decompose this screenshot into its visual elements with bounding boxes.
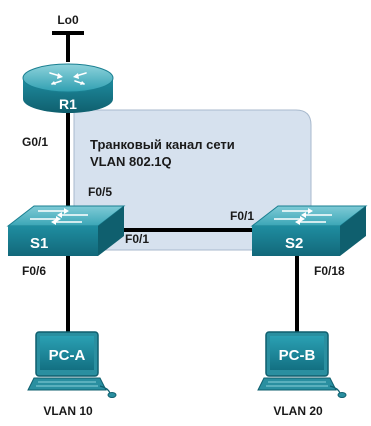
switch-s1[interactable]: S1 bbox=[6, 205, 126, 256]
switch-icon bbox=[30, 208, 88, 225]
switch-icon bbox=[274, 208, 332, 225]
pc-b-vlan: VLAN 20 bbox=[273, 404, 323, 418]
router-name: R1 bbox=[59, 96, 77, 112]
s1-port-up: F0/5 bbox=[88, 185, 112, 199]
switch-s2-name: S2 bbox=[285, 235, 303, 252]
router-icon[interactable]: R1 bbox=[22, 63, 114, 113]
s1-port-down: F0/6 bbox=[22, 264, 46, 278]
s2-port-down: F0/18 bbox=[314, 264, 345, 278]
switch-s1-name: S1 bbox=[30, 235, 48, 252]
cables bbox=[66, 33, 299, 332]
switch-s2[interactable]: S2 bbox=[250, 205, 368, 256]
s2-port-left: F0/1 bbox=[230, 209, 254, 223]
pc-icon bbox=[257, 331, 347, 398]
pc-b-name: PC-B bbox=[279, 347, 316, 364]
s1-port-right: F0/1 bbox=[125, 232, 149, 246]
pc-icon bbox=[27, 331, 117, 398]
router-port-label: G0/1 bbox=[22, 135, 48, 149]
trunk-label-line2: VLAN 802.1Q bbox=[90, 154, 172, 169]
pc-a-name: PC-A bbox=[49, 347, 86, 364]
loopback-label: Lo0 bbox=[57, 13, 79, 27]
pc-a[interactable]: PC-A bbox=[27, 331, 117, 398]
pc-b[interactable]: PC-B bbox=[257, 331, 347, 398]
trunk-label-line1: Транковый канал сети bbox=[90, 137, 235, 152]
pc-a-vlan: VLAN 10 bbox=[43, 404, 93, 418]
